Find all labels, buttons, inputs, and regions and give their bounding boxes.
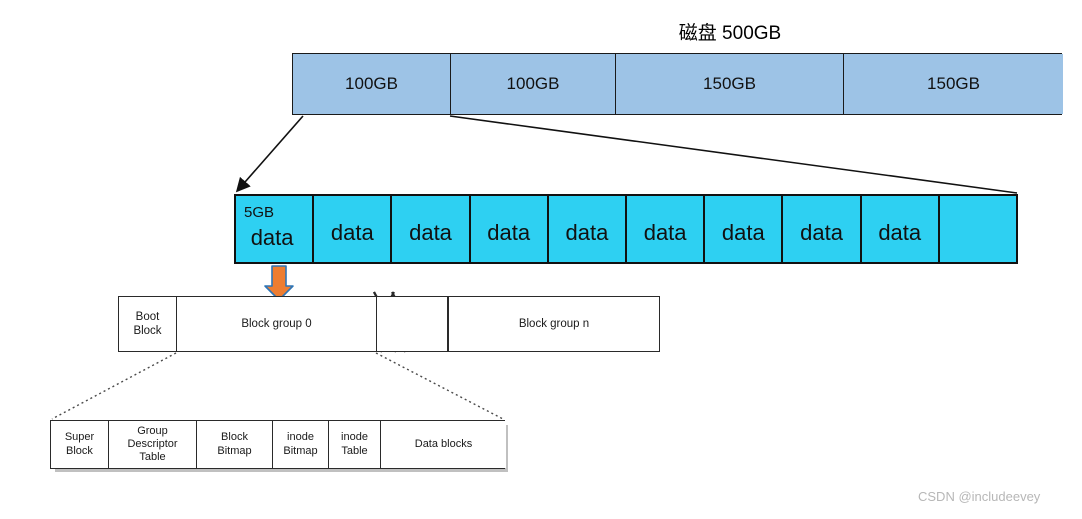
expansion-dotted-lines: [51, 352, 504, 420]
block-group-cell: Block group n: [448, 296, 660, 352]
partition-block-label: data: [800, 220, 843, 245]
partition-block-cell: data: [314, 196, 393, 262]
block-group-break-cell: [376, 296, 448, 352]
partition-block-capacity: 5GB: [244, 204, 275, 221]
connector-line-right: [449, 115, 1018, 194]
partition-block-cell: data: [627, 196, 706, 262]
partition-block-label: data: [409, 220, 452, 245]
partition-block-label: data: [878, 220, 922, 245]
partition-block-label: data: [565, 220, 609, 245]
partition-block-cell: data: [861, 196, 940, 262]
disk-partition-label: 100GB: [345, 74, 398, 93]
block-group-label: Block group n: [518, 317, 590, 330]
disk-partition-label: 100GB: [506, 74, 560, 93]
partition-block-cell: data: [548, 196, 628, 262]
partition-block-cell: [939, 196, 1017, 262]
block-group-label: Block group 0: [241, 317, 312, 330]
partition-block-label: data: [330, 220, 374, 245]
disk-partition: 150GB: [844, 54, 1063, 114]
orange-down-arrow: [264, 265, 294, 301]
disk-partition: 150GB: [616, 54, 844, 114]
disk-partition: 100GB: [293, 54, 451, 114]
disk-partition: 100GB: [451, 54, 616, 114]
partition-block-cell: data: [705, 196, 784, 262]
connector-line-left: [235, 115, 304, 193]
partition-block-cell: data: [783, 196, 862, 262]
disk-partition-label: 150GB: [927, 74, 980, 93]
page-title: 磁盘 500GB: [678, 23, 782, 44]
partition-block-cell: data: [470, 196, 549, 262]
partition-block-label: data: [643, 220, 687, 245]
partition-block-cell: 5GB data: [236, 196, 315, 262]
watermark: CSDN @includeevey: [918, 489, 1041, 504]
disk-partition-label: 150GB: [703, 74, 756, 93]
partition-block-label: data: [721, 220, 765, 245]
block-group-cell: Block group 0: [176, 296, 376, 352]
partition-block-cell: data: [392, 196, 471, 262]
partition-block-bar: 5GB data data data data data data data data data: [234, 194, 1018, 264]
disk-bar: 100GB 100GB 150GB 150GB: [292, 53, 1063, 115]
partition-block-label: data: [250, 225, 294, 250]
block-group-detail-cell: Data blocks: [381, 421, 506, 468]
block-group-detail-label: Data blocks: [414, 437, 473, 450]
partition-block-label: data: [487, 220, 531, 245]
